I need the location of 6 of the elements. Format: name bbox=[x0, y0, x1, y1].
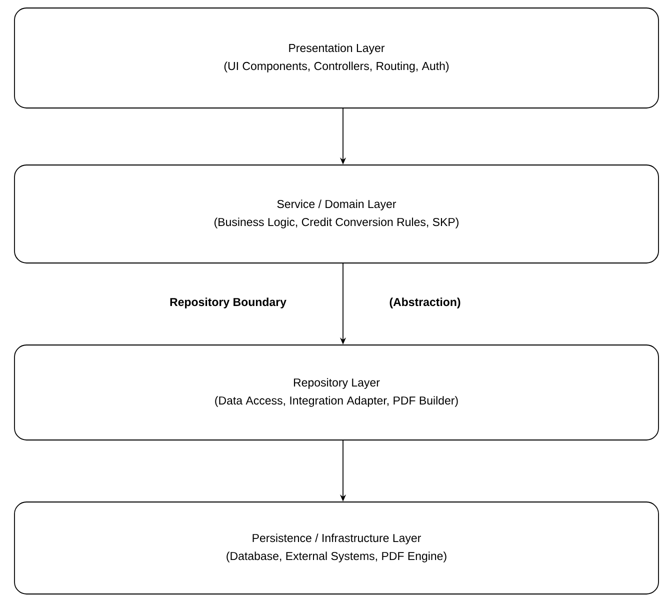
boundary-label: (Abstraction) bbox=[390, 298, 460, 308]
boundary-label: Repository Boundary bbox=[170, 298, 286, 308]
layer-box: Repository Layer (Data Access, Integration Adapter, PDF Builder) bbox=[14, 344, 659, 440]
layer-box: Service / Domain Layer (Business Logic, Credit Conversion Rules, SKP) bbox=[14, 164, 659, 264]
layer-box: Persistence / Infrastructure Layer (Database, External Systems, PDF Engine) bbox=[14, 502, 659, 594]
layer-box: Presentation Layer (UI Components, Controllers, Routing, Auth) bbox=[14, 8, 659, 108]
